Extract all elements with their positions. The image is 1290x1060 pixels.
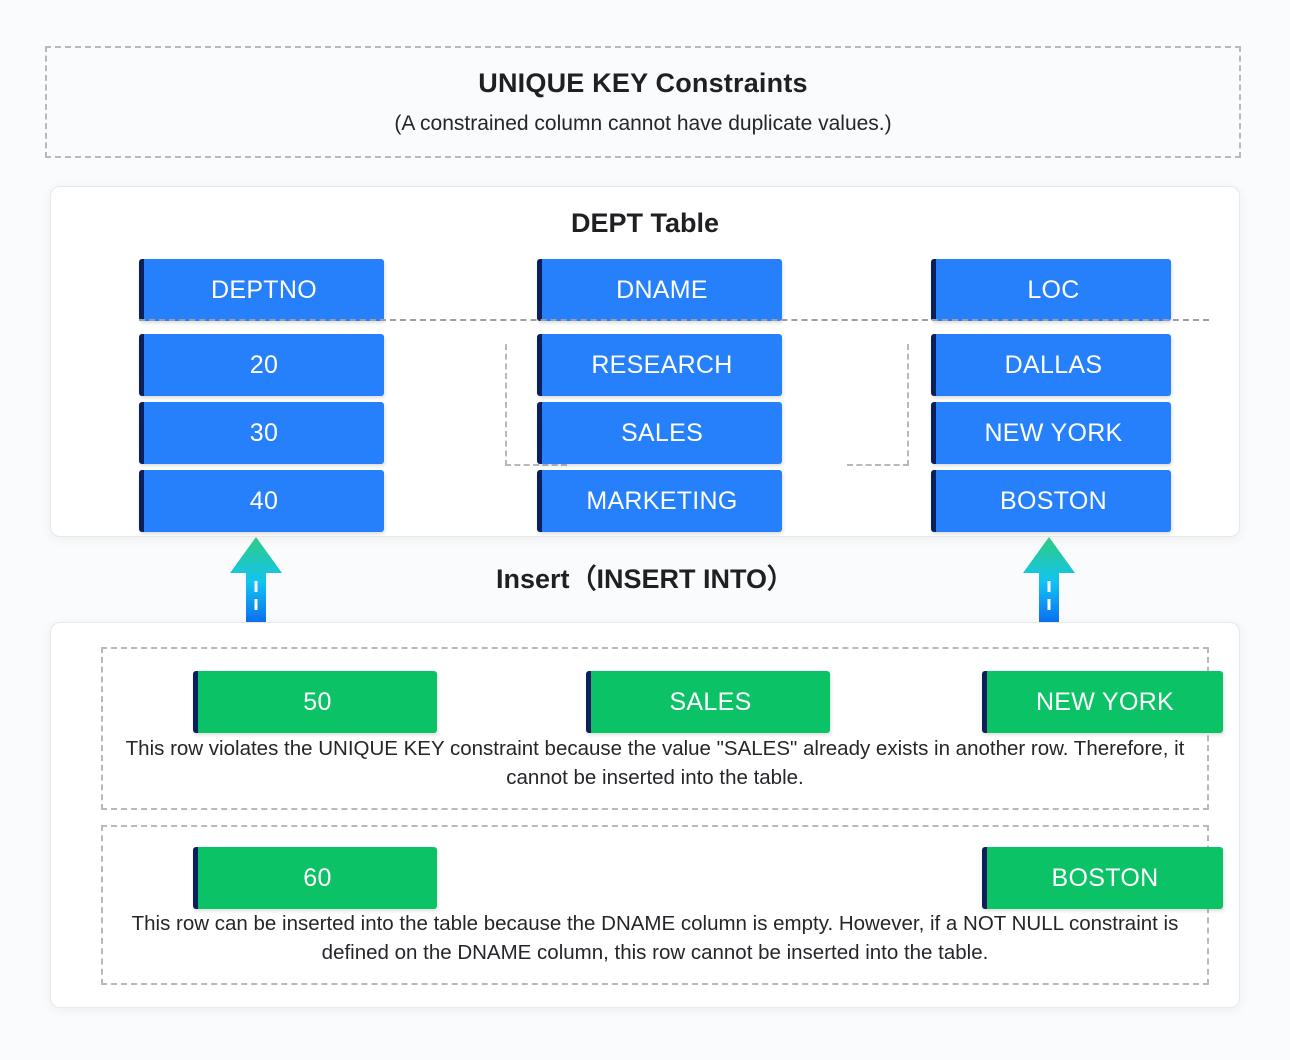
insert-cell-loc[interactable]: NEW YORK — [982, 671, 1223, 733]
table-row: 30 SALES NEW YORK — [51, 402, 1239, 464]
insert-note-violating: This row violates the UNIQUE KEY constra… — [125, 737, 1185, 790]
column-header-loc[interactable]: LOC — [931, 259, 1171, 321]
insert-label: Insert（INSERT INTO） — [495, 564, 795, 594]
insert-rows-card: 50 SALES NEW YORK This row violates the … — [50, 622, 1240, 1008]
insert-row: 60 BOSTON — [103, 847, 1223, 909]
insert-cell-deptno[interactable]: 60 — [193, 847, 437, 909]
dept-table-card: DEPT Table DEPTNO DNAME LOC 20 RESEARCH … — [50, 186, 1240, 537]
column-header-dname[interactable]: DNAME — [537, 259, 782, 321]
insert-cell-loc[interactable]: BOSTON — [982, 847, 1223, 909]
dept-header-row: DEPTNO DNAME LOC — [51, 259, 1239, 321]
insert-cell-dname[interactable]: SALES — [586, 671, 830, 733]
cell-loc[interactable]: DALLAS — [931, 334, 1171, 396]
insert-row: 50 SALES NEW YORK — [103, 671, 1223, 733]
bracket-left-foot — [505, 464, 567, 466]
cell-dname[interactable]: SALES — [537, 402, 782, 464]
insert-group-null-dname: 60 BOSTON This row can be inserted into … — [101, 825, 1223, 985]
dept-table-title: DEPT Table — [570, 208, 720, 238]
bracket-right-foot — [847, 464, 909, 466]
cell-dname[interactable]: MARKETING — [537, 470, 782, 532]
cell-deptno[interactable]: 30 — [139, 402, 384, 464]
table-row: 40 MARKETING BOSTON — [51, 470, 1239, 532]
insert-note-null-dname: This row can be inserted into the table … — [131, 912, 1179, 965]
insert-cell-deptno[interactable]: 50 — [193, 671, 437, 733]
cell-deptno[interactable]: 40 — [139, 470, 384, 532]
column-header-deptno[interactable]: DEPTNO — [139, 259, 384, 321]
page-title: UNIQUE KEY Constraints — [478, 68, 808, 98]
cell-dname[interactable]: RESEARCH — [537, 334, 782, 396]
unique-key-title-box: UNIQUE KEY Constraints (A constrained co… — [45, 46, 1241, 158]
cell-loc[interactable]: BOSTON — [931, 470, 1171, 532]
cell-deptno[interactable]: 20 — [139, 334, 384, 396]
cell-loc[interactable]: NEW YORK — [931, 402, 1171, 464]
page-subtitle: (A constrained column cannot have duplic… — [394, 111, 892, 135]
insert-arrow-left-icon — [230, 537, 282, 623]
header-separator — [139, 319, 1209, 321]
table-row: 20 RESEARCH DALLAS — [51, 334, 1239, 396]
insert-arrow-right-icon — [1023, 537, 1075, 623]
insert-group-violating: 50 SALES NEW YORK This row violates the … — [101, 647, 1223, 810]
